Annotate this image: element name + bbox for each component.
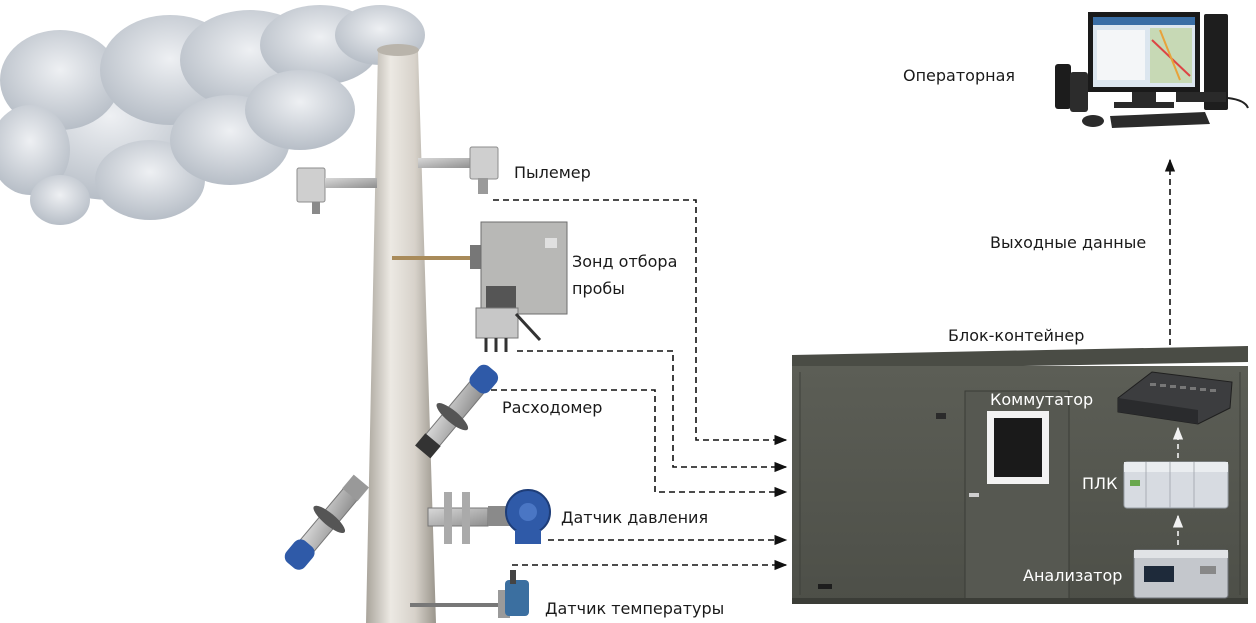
label-dust-meter: Пылемер	[514, 163, 591, 182]
label-analyzer: Анализатор	[1023, 566, 1123, 585]
plc-device	[1123, 461, 1229, 509]
label-container: Блок-контейнер	[948, 326, 1085, 345]
pressure-sensor-device	[427, 489, 551, 544]
label-flow-meter: Расходомер	[502, 398, 603, 417]
label-output-data: Выходные данные	[990, 233, 1147, 252]
smoke-cloud	[0, 5, 425, 225]
label-switch: Коммутатор	[990, 390, 1094, 409]
label-sampling-probe: Зонд отбора пробы	[572, 252, 678, 298]
connector-flow-meter	[491, 389, 788, 498]
network-switch-device	[1117, 371, 1233, 425]
dust-meter-device	[296, 146, 499, 214]
flow-meter-device	[415, 364, 499, 459]
label-temperature-sensor: Датчик температуры	[545, 599, 725, 618]
sampling-probe-device	[392, 221, 568, 352]
connector-sampling-probe	[517, 350, 788, 473]
label-pressure-sensor: Датчик давления	[561, 508, 709, 527]
label-plc: ПЛК	[1082, 474, 1118, 493]
connector-dust-meter	[493, 199, 788, 446]
temperature-sensor-device	[410, 570, 529, 618]
label-operator-room: Операторная	[903, 66, 1016, 85]
analyzer-device	[1133, 549, 1229, 599]
operator-workstation-device	[1055, 12, 1249, 128]
chimney	[366, 44, 436, 623]
flow-meter-left-device	[284, 474, 370, 570]
